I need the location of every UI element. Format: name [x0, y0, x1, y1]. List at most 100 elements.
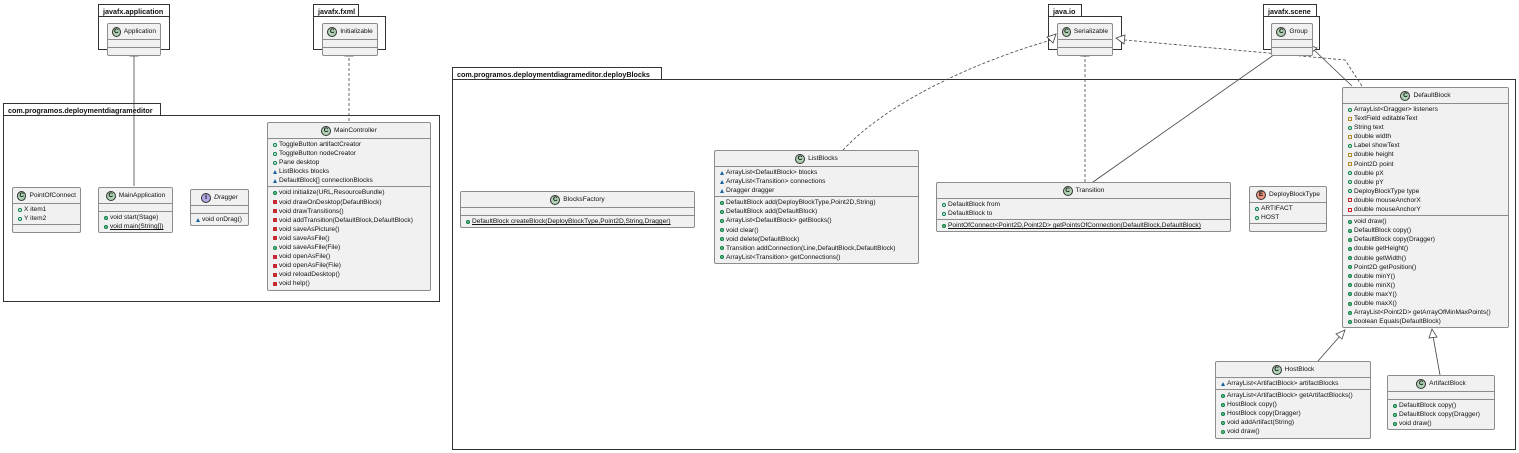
class-fields-compartment — [323, 39, 377, 47]
visibility-prot-icon — [1346, 162, 1353, 167]
class-name: Initializable — [340, 28, 373, 36]
field-row: String text — [1346, 123, 1505, 132]
method-row: DefaultBlock copy(Dragger) — [1346, 235, 1505, 244]
visibility-pub-icon — [1346, 228, 1353, 233]
method-text: DefaultBlock add(DefaultBlock) — [726, 208, 818, 216]
visibility-pub-icon — [1219, 402, 1226, 407]
class-name: DefaultBlock — [1413, 92, 1451, 100]
visibility-privf-icon — [271, 200, 278, 205]
visibility-privo-icon — [1346, 198, 1353, 203]
visibility-pubf-icon — [1253, 206, 1260, 211]
field-row: DeployBlockType type — [1346, 187, 1505, 196]
class-name: Transition — [1075, 187, 1105, 195]
field-text: X item1 — [24, 206, 47, 213]
method-row: PointOfConnect<Point2D,Point2D> getPoint… — [940, 221, 1227, 230]
visibility-pub-icon — [718, 209, 725, 214]
method-text: DefaultBlock copy() — [1354, 227, 1412, 235]
field-row: DefaultBlock[] connectionBlocks — [271, 176, 427, 185]
class-methods-compartment — [1272, 47, 1312, 55]
method-text: void draw() — [1399, 420, 1432, 428]
method-text: ArrayList<Transition> getConnections() — [726, 253, 841, 261]
visibility-privo-icon — [1346, 207, 1353, 212]
field-row: double mouseAnchorX — [1346, 196, 1505, 205]
field-row: double pY — [1346, 178, 1505, 187]
field-text: double height — [1354, 151, 1394, 159]
field-text: ARTIFACT — [1261, 205, 1293, 212]
method-text: void draw() — [1354, 218, 1387, 226]
class-badge-icon: C — [1276, 27, 1287, 37]
visibility-pubf-icon — [1346, 189, 1353, 194]
method-row: HostBlock copy(Dragger) — [1219, 409, 1367, 418]
class-name: ListBlocks — [808, 155, 838, 163]
class-methods-compartment: DefaultBlock add(DeployBlockType,Point2D… — [715, 196, 918, 263]
visibility-pub-icon — [1219, 393, 1226, 398]
class-name: MainApplication — [118, 192, 166, 200]
visibility-privf-icon — [271, 209, 278, 214]
method-row: void draw() — [1219, 427, 1367, 436]
method-text: void reloadDesktop() — [279, 271, 340, 279]
class-fields-compartment — [191, 205, 248, 213]
field-row: double mouseAnchorY — [1346, 205, 1505, 214]
visibility-pub-icon — [1346, 310, 1353, 315]
visibility-pub-icon — [1346, 301, 1353, 306]
method-row: double minX() — [1346, 281, 1505, 290]
visibility-pkgo-icon — [718, 179, 725, 184]
class-badge-icon: C — [17, 191, 27, 201]
class-badge-icon: C — [1271, 365, 1282, 375]
visibility-pub-icon — [1391, 421, 1398, 426]
method-row: double maxX() — [1346, 299, 1505, 308]
method-row: DefaultBlock copy(Dragger) — [1391, 410, 1491, 419]
class-name: PointOfConnect — [29, 192, 76, 200]
method-text: Transition addConnection(Line,DefaultBlo… — [726, 244, 896, 252]
visibility-pub-icon — [1346, 292, 1353, 297]
visibility-pub-icon — [718, 237, 725, 242]
method-text: double getHeight() — [1354, 245, 1409, 253]
visibility-pub-icon — [718, 255, 725, 260]
class-methods-compartment — [323, 47, 377, 55]
method-text: void drawOnDesktop(DefaultBlock) — [279, 198, 382, 206]
field-text: double pY — [1354, 178, 1384, 186]
field-text: HOST — [1261, 214, 1280, 222]
method-text: void openAsFile() — [279, 253, 331, 261]
method-row: void saveAsFile(File) — [271, 243, 427, 252]
visibility-pub-icon — [1346, 256, 1353, 261]
class-methods-compartment — [1058, 47, 1112, 55]
method-row: void main(String[]) — [102, 222, 169, 231]
method-row: double maxY() — [1346, 290, 1505, 299]
visibility-pubf-icon — [16, 207, 23, 212]
method-text: void openAsFile(File) — [279, 262, 341, 270]
visibility-pubf-icon — [940, 211, 947, 216]
visibility-pub-icon — [102, 224, 109, 229]
field-text: Point2D point — [1354, 160, 1394, 168]
method-row: DefaultBlock createBlock(DeployBlockType… — [464, 217, 691, 226]
visibility-pub-icon — [1346, 219, 1353, 224]
field-row: Point2D point — [1346, 160, 1505, 169]
field-row: ArrayList<DefaultBlock> blocks — [718, 168, 915, 177]
field-row: double pX — [1346, 169, 1505, 178]
field-text: ArrayList<ArtifactBlock> artifactBlocks — [1227, 380, 1339, 387]
package-tab-java-io: java.io — [1048, 4, 1082, 17]
visibility-pub-icon — [718, 246, 725, 251]
field-row: ToggleButton artifactCreator — [271, 140, 427, 149]
class-fields-compartment: ARTIFACT HOST — [1250, 202, 1326, 223]
class-fields-compartment — [1058, 39, 1112, 47]
visibility-pubf-icon — [271, 151, 278, 156]
class-badge-icon: C — [1416, 379, 1427, 389]
method-text: DefaultBlock copy() — [1399, 402, 1457, 409]
visibility-pub-icon — [718, 200, 725, 205]
field-text: DefaultBlock from — [948, 201, 1001, 208]
field-text: ToggleButton artifactCreator — [279, 141, 362, 148]
